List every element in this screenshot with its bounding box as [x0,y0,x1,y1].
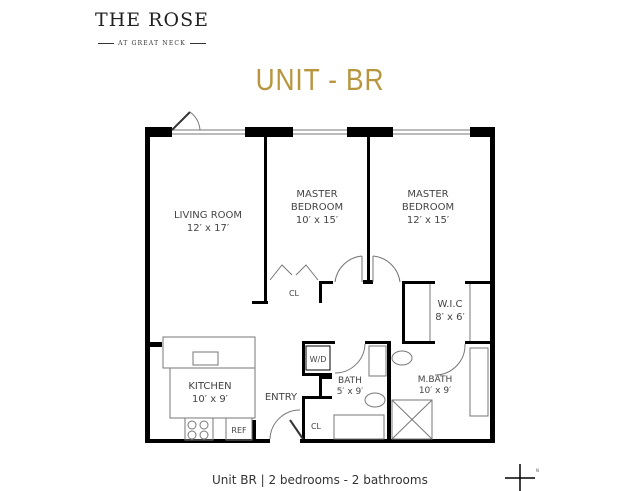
room-name: BEDROOM [401,202,455,213]
master-bedroom-1-label: MASTER BEDROOM 10′ x 15′ [277,188,357,227]
bath-label: BATH 5′ x 9′ [330,376,370,398]
room-name: W.I.C [437,299,463,310]
closet-label: CL [288,289,300,298]
fixtures [162,111,489,441]
master-bath-label: M.BATH 10′ x 9′ [410,375,460,397]
entry-closet-label: CL [310,422,322,431]
master-bedroom-2-label: MASTER BEDROOM 12′ x 15′ [388,188,468,227]
room-name: MASTER [407,189,449,200]
wic-label: W.I.C 8′ x 6′ [420,298,480,324]
compass-north-label: N [536,468,539,473]
room-size: 5′ x 9′ [336,387,364,397]
unit-title: UNIT - BR [255,62,385,97]
brand-name: THE ROSE [95,9,209,31]
washer-dryer-label: W/D [309,355,327,364]
room-size: 10′ x 9′ [418,386,452,396]
room-name: MASTER [296,189,338,200]
room-size: 10′ x 9′ [192,394,228,405]
compass-icon [505,464,535,491]
living-room-label: LIVING ROOM 12′ x 17′ [168,209,248,235]
unit-caption: Unit BR | 2 bedrooms - 2 bathrooms [212,473,428,487]
room-size: 8′ x 6′ [435,312,465,323]
room-name: BATH [338,376,362,386]
room-name: KITCHEN [188,381,232,392]
room-size: 10′ x 15′ [295,215,339,226]
room-name: M.BATH [417,375,453,385]
room-size: 12′ x 15′ [406,215,450,226]
entry-label: ENTRY [264,392,298,403]
kitchen-label: KITCHEN 10′ x 9′ [175,380,245,406]
walls [145,127,495,443]
brand-tagline: AT GREAT NECK [62,40,242,48]
room-size: 12′ x 17′ [186,223,230,234]
room-name: BEDROOM [290,202,344,213]
refrigerator-label: REF [231,426,247,435]
room-name: LIVING ROOM [173,210,243,221]
